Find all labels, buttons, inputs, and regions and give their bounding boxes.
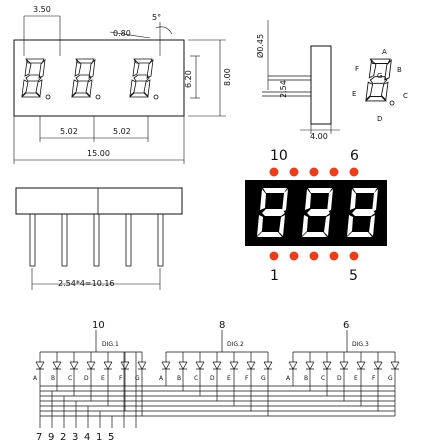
svg-text:B: B [304, 375, 308, 382]
svg-text:2: 2 [60, 432, 66, 443]
dig-1-label: DIG.1 [102, 341, 119, 348]
svg-text:D: D [337, 375, 342, 382]
dim-pin-dia: Ø0.45 [255, 34, 265, 58]
dim-pins: 2.54*4=10.16 [58, 279, 115, 288]
display-pin-6: 6 [350, 148, 359, 164]
display-pin-1: 1 [270, 268, 279, 284]
bottom-pin-4 [125, 213, 132, 267]
front-dp-3 [153, 94, 159, 100]
svg-text:1: 1 [96, 432, 102, 443]
segment-label-c: C [403, 92, 408, 100]
svg-text:5: 5 [108, 432, 114, 443]
svg-text:A: A [286, 375, 291, 382]
svg-text:G: G [261, 375, 266, 382]
front-dp-1 [45, 94, 51, 100]
front-dp-2 [95, 94, 101, 100]
bottom-view: 2.54*4=10.16 [15, 187, 183, 290]
dig-2-label: DIG.2 [227, 341, 244, 348]
dim-digit-height: 6.20 [184, 70, 193, 88]
svg-text:B: B [177, 375, 181, 382]
svg-text:F: F [245, 375, 249, 382]
svg-text:E: E [227, 375, 231, 382]
dim-body-height: 8.00 [223, 68, 232, 86]
svg-text:G: G [388, 375, 393, 382]
segment-letters: A B C D E F G A B C D E F G A B C D E F … [33, 375, 393, 382]
segment-label-d: D [377, 115, 382, 123]
svg-text:F: F [119, 375, 123, 382]
common-pin-10: 10 [92, 320, 105, 331]
bottom-pin-3 [93, 213, 100, 267]
svg-text:9: 9 [48, 432, 54, 443]
pin-schematic: 10 8 6 DIG.1 DIG.2 DIG.3 [33, 320, 400, 428]
dim-pitch-1: 5.02 [60, 127, 78, 136]
side-body [310, 45, 332, 125]
svg-text:7: 7 [36, 432, 42, 443]
svg-text:E: E [354, 375, 358, 382]
display-pin-5: 5 [349, 268, 358, 284]
diode-group-2 [161, 352, 273, 380]
bottom-pin-2 [61, 213, 68, 267]
svg-text:C: C [194, 375, 198, 382]
svg-text:D: D [84, 375, 89, 382]
segment-label-a: A [382, 48, 387, 56]
svg-text:4: 4 [84, 432, 90, 443]
display-pin-10: 10 [270, 148, 288, 164]
bottom-pin-5 [157, 213, 164, 267]
dim-digit-width: 3.50 [33, 5, 51, 14]
svg-text:D: D [210, 375, 215, 382]
dim-gap: 0.80 [113, 29, 131, 38]
common-pin-8: 8 [219, 320, 225, 331]
front-digit-3 [129, 58, 154, 98]
diode-group-1 [35, 352, 147, 380]
common-pin-6: 6 [343, 320, 349, 331]
svg-text:F: F [372, 375, 376, 382]
bottom-pin-labels: 7 9 2 3 4 1 5 [36, 432, 114, 443]
dim-pin-pitch: 2.54 [279, 80, 288, 98]
dim-body-width: 15.00 [87, 149, 110, 158]
front-digit-2 [71, 58, 96, 98]
svg-text:3: 3 [72, 432, 78, 443]
svg-text:B: B [51, 375, 55, 382]
display-top-pins [269, 167, 359, 177]
svg-text:C: C [68, 375, 72, 382]
front-digit-1 [21, 58, 46, 98]
side-view: Ø0.45 2.54 4.00 [255, 20, 340, 141]
svg-text:G: G [135, 375, 140, 382]
svg-text:E: E [101, 375, 105, 382]
dim-depth: 4.00 [310, 132, 328, 141]
segment-map: A B C D E F G [352, 48, 408, 123]
front-body [13, 39, 185, 117]
svg-text:A: A [159, 375, 164, 382]
svg-text:A: A [33, 375, 38, 382]
diode-group-3 [288, 352, 400, 380]
display-bottom-pins [269, 251, 359, 261]
segment-label-g: G [377, 72, 382, 80]
bottom-body [15, 187, 183, 215]
segment-label-f: F [355, 65, 359, 73]
dim-slant: 5° [152, 13, 161, 22]
segment-label-b: B [397, 66, 402, 74]
display-render: 10 6 1 5 [245, 148, 387, 284]
front-view: 3.50 0.80 5° 6.20 8.00 5.02 5.02 15.00 [13, 5, 232, 164]
dig-3-label: DIG.3 [352, 341, 369, 348]
segment-label-e: E [352, 90, 356, 98]
dim-pitch-2: 5.02 [113, 127, 131, 136]
svg-text:C: C [321, 375, 325, 382]
bottom-pin-1 [29, 213, 36, 267]
